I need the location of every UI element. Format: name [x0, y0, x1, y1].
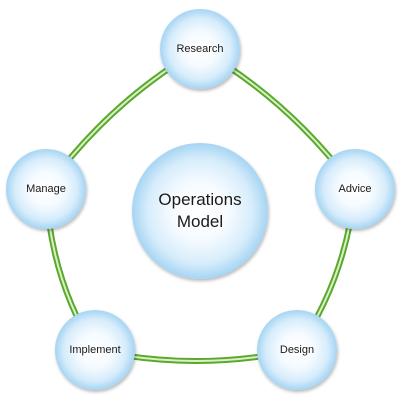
- node-design: Design: [257, 310, 337, 390]
- node-label-advice: Advice: [338, 183, 372, 195]
- node-manage: Manage: [6, 149, 86, 229]
- node-implement: Implement: [55, 310, 135, 390]
- center-node-label: Operations Model: [158, 190, 242, 231]
- node-label-implement: Implement: [69, 344, 121, 356]
- center-node-operations-model: Operations Model: [132, 143, 268, 279]
- node-advice: Advice: [315, 149, 395, 229]
- node-label-manage: Manage: [26, 183, 66, 195]
- node-label-design: Design: [279, 344, 315, 356]
- node-label-research: Research: [176, 43, 224, 55]
- node-research: Research: [160, 9, 240, 89]
